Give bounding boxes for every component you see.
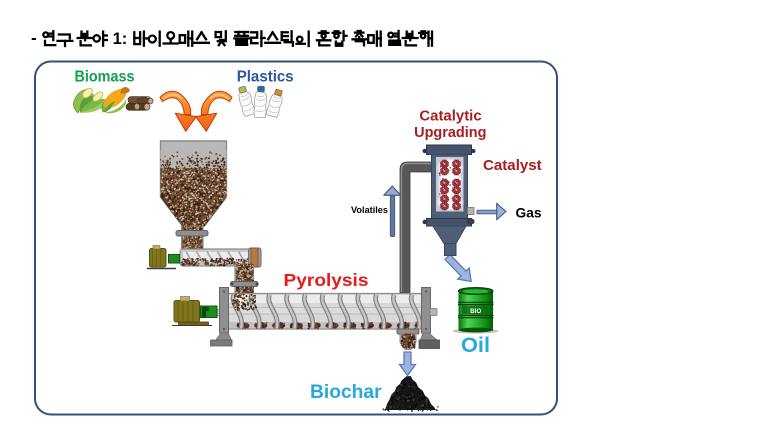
svg-text:1:: 1: bbox=[113, 30, 128, 48]
svg-text:Pyrolysis: Pyrolysis bbox=[284, 270, 369, 290]
svg-text:Oil: Oil bbox=[461, 334, 490, 357]
svg-text:Catalytic: Catalytic bbox=[419, 108, 481, 124]
svg-text:Catalyst: Catalyst bbox=[483, 158, 542, 174]
svg-text:Biochar: Biochar bbox=[310, 381, 382, 403]
svg-text:Upgrading: Upgrading bbox=[414, 125, 486, 141]
svg-text:Biomass: Biomass bbox=[75, 69, 135, 86]
svg-text:Volatiles: Volatiles bbox=[351, 205, 388, 216]
svg-text:-: - bbox=[31, 29, 37, 48]
svg-text:Gas: Gas bbox=[516, 205, 542, 221]
svg-text:Plastics: Plastics bbox=[237, 69, 294, 86]
